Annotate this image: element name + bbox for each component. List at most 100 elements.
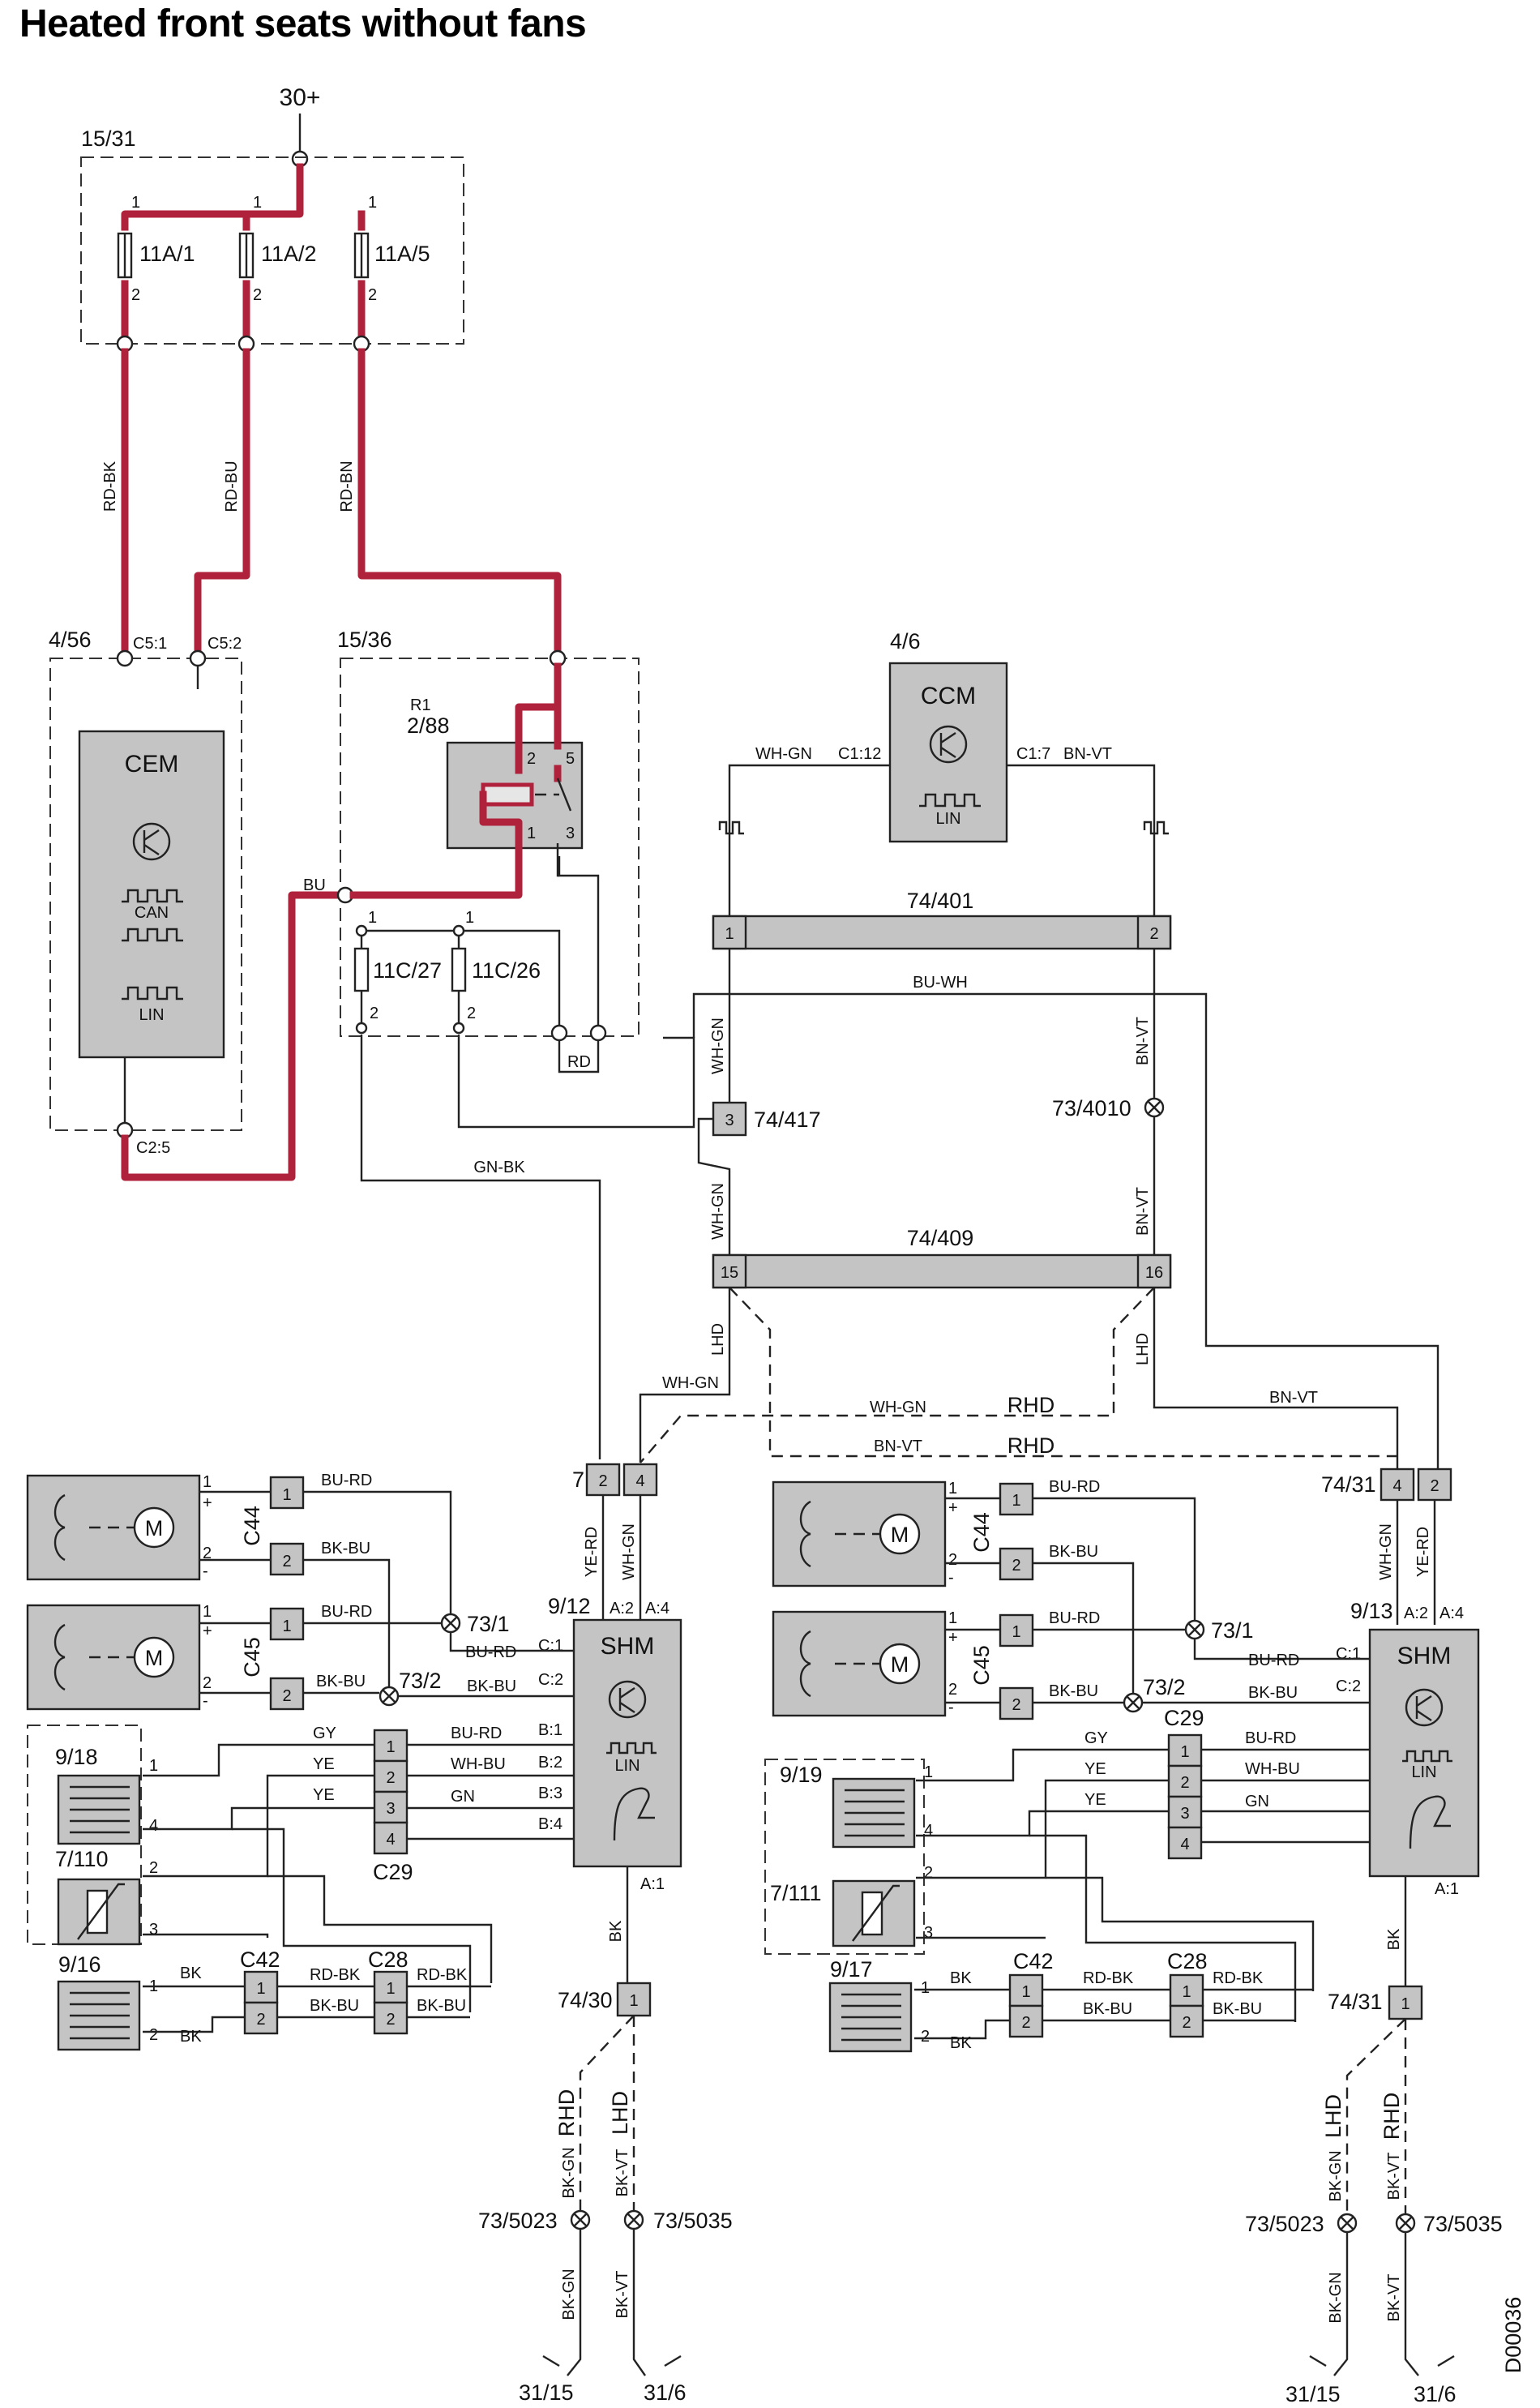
- conn-74-409: [712, 1253, 1172, 1289]
- label-bu: BU: [303, 876, 326, 894]
- wire-cem-relay-bu: [121, 891, 343, 1181]
- seat-icon: [1409, 1795, 1451, 1849]
- svg-text:B:2: B:2: [538, 1754, 563, 1772]
- relay-coil: [481, 782, 534, 807]
- svg-text:2: 2: [368, 286, 377, 304]
- svg-text:A:4: A:4: [645, 1600, 669, 1617]
- splice-73-2-right: [1123, 1692, 1144, 1713]
- conn-c29-left-block: 1 2 3 4: [373, 1729, 409, 1855]
- fan-motor-right-1: M 1+ 2-: [772, 1480, 958, 1587]
- sensor-left-id: 7/110: [55, 1847, 109, 1871]
- svg-text:1: 1: [368, 194, 377, 212]
- sensor-right-id: 7/111: [770, 1881, 822, 1905]
- svg-text:RHD: RHD: [554, 2089, 579, 2137]
- svg-text:73/5035: 73/5035: [1423, 2212, 1503, 2236]
- diagram-title: Heated front seats without fans: [19, 2, 587, 45]
- label-rd-bn: RD-BN: [338, 461, 356, 512]
- svg-text:WH-GN: WH-GN: [1377, 1523, 1395, 1580]
- svg-text:RHD: RHD: [1007, 1393, 1055, 1417]
- cem-module: [78, 730, 225, 1059]
- svg-text:1: 1: [386, 1980, 395, 1998]
- svg-text:WH-BU: WH-BU: [1245, 1760, 1300, 1778]
- pulse-icon-lin: [1402, 1750, 1452, 1763]
- wire-417-down: [697, 1117, 731, 1255]
- svg-text:WH-GN: WH-GN: [870, 1399, 926, 1416]
- splice-73-5035-left: [623, 2209, 644, 2230]
- pulse-icon-lin: [1143, 821, 1169, 835]
- svg-text:73/1: 73/1: [1211, 1618, 1254, 1643]
- pulse-icon-lin: [606, 1742, 657, 1755]
- svg-text:11A/2: 11A/2: [261, 242, 317, 266]
- conn-c45: C45: [240, 1637, 264, 1677]
- svg-text:RD-BK: RD-BK: [1213, 1969, 1264, 1987]
- svg-text:BU-RD: BU-RD: [1049, 1478, 1100, 1496]
- svg-text:BK: BK: [180, 1965, 202, 1982]
- svg-text:1: 1: [725, 925, 734, 943]
- svg-text:1: 1: [465, 909, 474, 927]
- svg-text:2: 2: [253, 286, 262, 304]
- svg-text:1: 1: [1401, 1995, 1410, 2013]
- conn-c29-left: C29: [373, 1860, 413, 1884]
- wire-ye-2: [143, 1806, 374, 1938]
- wire-rd-bu: [194, 348, 250, 658]
- wire-bu-rd-fan1: [303, 1490, 452, 1623]
- wire-gy: [143, 1743, 374, 1777]
- transistor-icon: [132, 822, 171, 861]
- conn-74-401-id: 74/401: [907, 889, 974, 913]
- wire-bn-vt-rhd: [729, 1287, 1397, 1458]
- svg-text:C:2: C:2: [538, 1671, 563, 1689]
- svg-text:2: 2: [149, 2026, 158, 2044]
- svg-text:1: 1: [386, 1738, 395, 1756]
- svg-text:2: 2: [948, 1551, 957, 1569]
- svg-text:+: +: [948, 1499, 958, 1517]
- svg-text:1: 1: [368, 909, 377, 927]
- heater-cushion-right-id: 9/17: [830, 1957, 873, 1982]
- relay-control-wires: [361, 856, 600, 1025]
- svg-text:BU-RD: BU-RD: [1248, 1652, 1299, 1669]
- label-gn-bk: GN-BK: [473, 1159, 525, 1176]
- relay-box-outline: [340, 658, 640, 1037]
- fan-motor-right-2: M 1+ 2-: [772, 1609, 958, 1717]
- svg-text:73/5023: 73/5023: [478, 2209, 558, 2233]
- svg-text:2: 2: [282, 1687, 291, 1705]
- svg-text:RHD: RHD: [1007, 1433, 1055, 1458]
- svg-text:A:1: A:1: [1435, 1880, 1459, 1898]
- svg-text:15: 15: [721, 1264, 738, 1282]
- conn-c28-left: C28: [368, 1947, 409, 1972]
- svg-text:M: M: [891, 1523, 909, 1547]
- svg-text:C5:1: C5:1: [133, 635, 167, 653]
- svg-text:C5:2: C5:2: [207, 635, 242, 653]
- svg-text:BK-VT: BK-VT: [614, 2149, 631, 2197]
- fuse-feed-wire: [121, 163, 366, 231]
- svg-text:WH-GN: WH-GN: [709, 1183, 727, 1240]
- svg-text:2: 2: [1182, 2014, 1191, 2032]
- svg-text:2: 2: [1430, 1477, 1439, 1495]
- svg-text:C:2: C:2: [1336, 1677, 1361, 1695]
- svg-text:1: 1: [1012, 1623, 1020, 1641]
- svg-text:2: 2: [386, 1769, 395, 1787]
- svg-text:YE-RD: YE-RD: [1414, 1527, 1432, 1577]
- thermistor-icon: [57, 1878, 141, 1946]
- svg-text:LHD: LHD: [709, 1323, 727, 1356]
- svg-text:1: 1: [203, 1603, 212, 1621]
- svg-text:1: 1: [924, 1763, 933, 1781]
- svg-text:BK-GN: BK-GN: [1327, 2272, 1345, 2323]
- svg-text:GN: GN: [451, 1788, 475, 1806]
- conn-c44: C44: [240, 1506, 264, 1546]
- pulse-icon-lin: [919, 793, 981, 808]
- splice-73-2-left: [379, 1686, 400, 1707]
- svg-text:B:4: B:4: [538, 1815, 563, 1833]
- svg-text:4: 4: [149, 1817, 158, 1835]
- svg-text:BN-VT: BN-VT: [1134, 1187, 1152, 1236]
- svg-text:3: 3: [149, 1921, 158, 1939]
- svg-text:BK-BU: BK-BU: [310, 1997, 359, 2015]
- wire-bu-rd-shm: [449, 1633, 574, 1652]
- svg-text:BU-RD: BU-RD: [321, 1603, 372, 1621]
- shm-right-label: SHM: [1397, 1643, 1452, 1669]
- heater-icon: [828, 1982, 913, 2053]
- svg-text:BK-VT: BK-VT: [614, 2271, 631, 2319]
- label-rd: RD: [567, 1053, 591, 1071]
- pulse-icon-can-1: [122, 889, 183, 903]
- svg-text:RHD: RHD: [1380, 2093, 1404, 2140]
- svg-text:LIN: LIN: [139, 1006, 164, 1024]
